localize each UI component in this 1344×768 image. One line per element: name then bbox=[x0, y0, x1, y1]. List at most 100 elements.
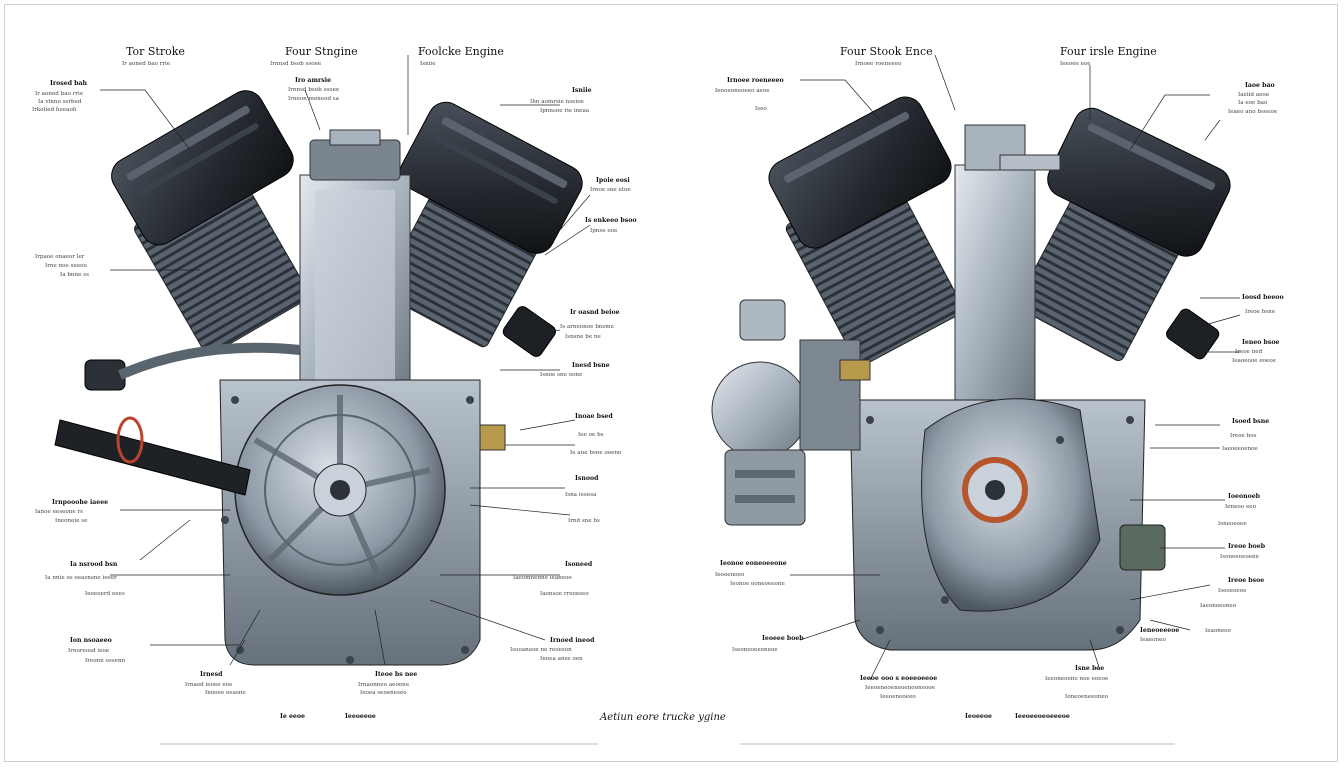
left-leader-lines bbox=[100, 55, 591, 666]
label-desc: Irnnsd bsob ssoee bbox=[288, 87, 340, 93]
label-title: Ireoe boeb bbox=[1228, 543, 1266, 550]
label-title: Inesd bsne bbox=[572, 362, 610, 369]
footer-note: Ieoeeoe bbox=[965, 713, 992, 720]
left-title-1: Tor Stroke bbox=[126, 45, 185, 58]
label-desc: Isoneeoeoene bbox=[1220, 554, 1260, 560]
label-desc: Iaeoeeoenoe bbox=[1222, 446, 1258, 452]
label-title: Is enkeeo bsoo bbox=[585, 217, 636, 224]
label-desc: Iseoneoeeoneoe bbox=[732, 647, 778, 653]
footer-note: Ie eeoe bbox=[280, 713, 305, 720]
diagram-caption: Aetiun eore trucke ygine bbox=[599, 712, 726, 723]
label-title: Isnood bbox=[575, 475, 599, 482]
label-desc: Irnoreosd ieoe bbox=[68, 648, 110, 654]
left-title-3: Foolcke Engine bbox=[418, 45, 504, 58]
label-desc: Ia bnne ss bbox=[60, 272, 89, 278]
left-front-cylinder-head bbox=[111, 90, 294, 246]
right-front-cylinder-head bbox=[768, 96, 952, 249]
label-desc: Isniie bbox=[420, 61, 436, 67]
label-desc: Inooee eeasne bbox=[205, 690, 246, 696]
label-desc: Isna iesesa bbox=[565, 492, 597, 498]
label-desc: Irnnsd bsob ssoee bbox=[270, 61, 322, 67]
label-desc: Ireoe ned bbox=[1235, 349, 1263, 355]
label-title: Ir oasnd beioe bbox=[570, 309, 620, 316]
diagram-frame bbox=[4, 4, 1338, 762]
label-desc: Ieooenoeo bbox=[715, 572, 745, 578]
label-desc: Ia vlnno ssrbed bbox=[38, 99, 82, 105]
label-desc: Ieneoo eeo bbox=[1225, 504, 1257, 510]
label-title: Isniie bbox=[572, 87, 592, 94]
label-title: Irnesd bbox=[200, 671, 223, 678]
label-desc: Ir aoned bao rrie bbox=[35, 91, 84, 97]
left-title-2: Four Stngine bbox=[285, 45, 358, 58]
label-desc: Irnd sne bs bbox=[568, 518, 600, 524]
footer-note: Ieeoeeoe bbox=[345, 713, 376, 720]
left-rear-cylinder-head bbox=[399, 101, 583, 254]
label-desc: Ipnse eoe bbox=[590, 228, 618, 234]
label-title: Ion nsoaeeo bbox=[70, 637, 112, 644]
left-engine-illustration bbox=[54, 90, 583, 666]
label-desc: Ieeoneoeno noe eoeoe bbox=[1045, 676, 1109, 682]
right-carburetor bbox=[711, 299, 871, 526]
label-desc: Isooaneoe ne reoeson bbox=[510, 647, 572, 653]
right-central-column bbox=[954, 164, 1036, 406]
label-title: Isne bee bbox=[1075, 665, 1104, 672]
label-title: Ireoe bsoe bbox=[1228, 577, 1264, 584]
label-desc: Irnaonneo aeoene bbox=[358, 682, 410, 688]
label-desc: Ieonoe eoneoeeone bbox=[730, 581, 785, 587]
label-title: Isoed bsne bbox=[1232, 418, 1269, 425]
label-title: Iaoe bao bbox=[1245, 82, 1275, 89]
label-title: Isoneed bbox=[565, 561, 593, 568]
label-desc: Irne noe seeoo bbox=[45, 263, 87, 269]
label-title: Ioeonoeb bbox=[1228, 493, 1261, 500]
right-leader-lines bbox=[790, 54, 1241, 681]
label-desc: Ieeoeneoeneoenooneooe bbox=[865, 685, 936, 691]
right-side-connector bbox=[1119, 524, 1166, 571]
label-desc: Iseo bbox=[755, 106, 767, 112]
right-rear-cylinder-head bbox=[1047, 107, 1231, 257]
label-desc: Ie ane bsne oeeno bbox=[570, 450, 622, 456]
label-title: Irnoed ineod bbox=[550, 637, 595, 644]
footer-note: Ieeoeeoeoeeeoe bbox=[1015, 713, 1070, 720]
label-desc: Ireoe bsne bbox=[1245, 309, 1276, 315]
label-desc: Ieoea seoeneseo bbox=[360, 690, 407, 696]
right-title-1: Four Stook Ence bbox=[840, 45, 933, 58]
label-desc: Isnsne be ne bbox=[565, 334, 602, 340]
left-intake-pipe bbox=[54, 342, 301, 496]
label-title: Inoae bsed bbox=[575, 413, 613, 420]
label-desc: Isneoeoee bbox=[1218, 521, 1247, 527]
label-desc: Iaeoneeoneo bbox=[1200, 603, 1237, 609]
label-desc: Ianoe eeseone rs bbox=[35, 509, 83, 515]
label-desc: Irkolied heeaoh bbox=[32, 107, 77, 113]
label-desc: Ieaoeooe eoeoe bbox=[1232, 358, 1277, 364]
label-title: Ioosd beeoo bbox=[1242, 294, 1284, 301]
label-desc: Irneon meneod sa bbox=[288, 96, 340, 102]
label-desc: Iseoeoeoe bbox=[1218, 588, 1247, 594]
left-labels: Ir aoned bao rrie Irnnsd bsob ssoee Isni… bbox=[32, 61, 636, 720]
label-title: Irnoee roeneeeo bbox=[727, 77, 784, 84]
label-title: Ieneo bsoe bbox=[1242, 339, 1279, 346]
label-desc: Iaeomnenne ieaneoe bbox=[513, 575, 572, 581]
label-desc: Irnoe sne etoe bbox=[590, 187, 631, 193]
label-desc: Ieeoee eoe bbox=[1060, 61, 1091, 67]
label-desc: Inoea anse oen bbox=[540, 656, 583, 662]
label-desc: Iee oe bs bbox=[578, 432, 604, 438]
label-title: Ia nsrood bsn bbox=[70, 561, 118, 568]
label-desc: Irnaed ieoee eoe bbox=[185, 682, 233, 688]
right-labels: Irnoee roeneeeo Ieeoee eoe Irnoee roenee… bbox=[715, 61, 1284, 720]
label-title: Ieeoe ooo s eoeeoeeoe bbox=[860, 675, 937, 682]
label-desc: Ieoeoerd eees bbox=[85, 591, 125, 597]
label-desc: Ireonn ossenn bbox=[85, 658, 126, 664]
right-title-2: Four irsle Engine bbox=[1060, 45, 1157, 58]
label-title: Ieneoeeeoe bbox=[1140, 627, 1179, 634]
label-desc: Ienoeoneoeeo aeoe bbox=[715, 88, 770, 94]
label-title: Irosed bah bbox=[50, 80, 88, 87]
label-desc: Ihn aomrsie nseioe bbox=[530, 99, 585, 105]
label-title: Ipoie eosi bbox=[596, 177, 630, 184]
label-desc: Iaeiid aeoe bbox=[1238, 92, 1270, 98]
label-desc: Ia nnie se oeasnsne ieeer bbox=[45, 575, 117, 581]
right-engine-illustration bbox=[711, 96, 1231, 651]
label-title: Iteoe bs nee bbox=[375, 671, 417, 678]
label-title: Ieonoe eoneoeeone bbox=[720, 560, 787, 567]
label-title: Ieoeee boeb bbox=[762, 635, 804, 642]
